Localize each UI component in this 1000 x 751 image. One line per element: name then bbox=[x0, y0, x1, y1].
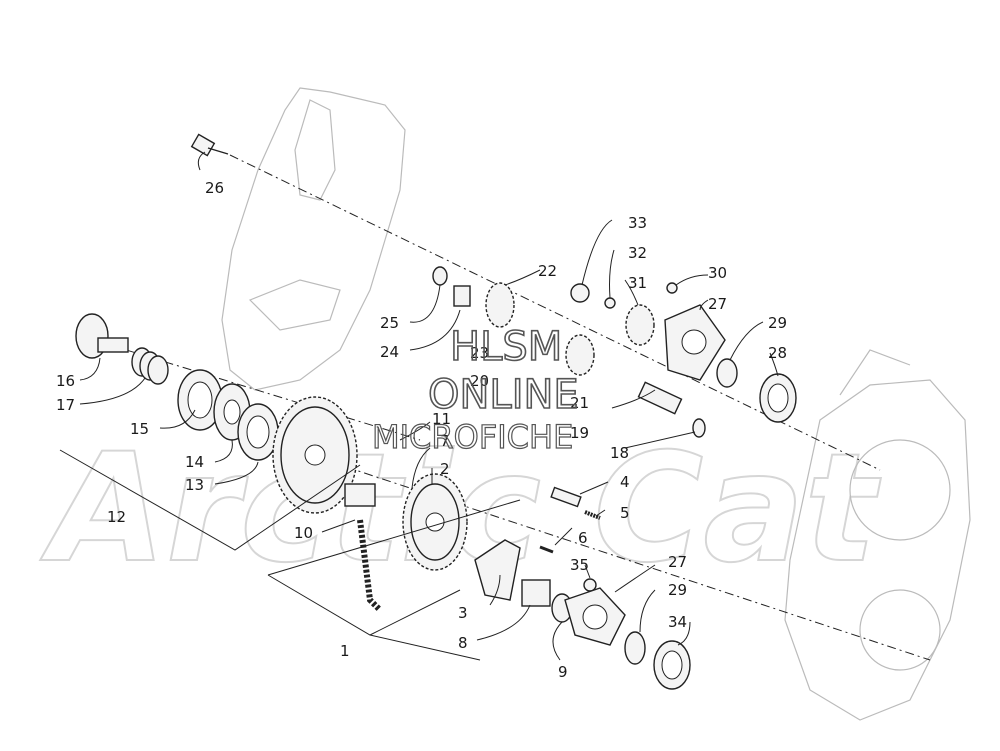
watermark-line1: HLSM bbox=[450, 324, 562, 370]
hlsm-watermark: HLSM ONLINE MICROFICHE bbox=[371, 323, 579, 456]
reverse-gear-part bbox=[625, 304, 655, 346]
callout-29-upper: 29 bbox=[768, 314, 787, 332]
needle-bearing-part bbox=[521, 579, 551, 607]
bolt-part bbox=[190, 133, 229, 157]
callout-18: 18 bbox=[610, 444, 629, 462]
callout-9: 9 bbox=[558, 663, 568, 681]
callout-17: 17 bbox=[56, 396, 75, 414]
callout-10: 10 bbox=[294, 524, 313, 542]
callout-35: 35 bbox=[570, 556, 589, 574]
callout-31: 31 bbox=[628, 274, 647, 292]
input-shaft-part bbox=[75, 313, 129, 359]
callout-33: 33 bbox=[628, 214, 647, 232]
callout-6: 6 bbox=[578, 529, 588, 547]
callout-14: 14 bbox=[185, 453, 204, 471]
upper-nut-part bbox=[666, 282, 678, 294]
upper-washer-part bbox=[432, 266, 448, 286]
pin-part bbox=[550, 486, 582, 508]
callout-7: 7 bbox=[440, 432, 450, 450]
cap-nut-part bbox=[570, 283, 590, 303]
watermark-line2: ONLINE bbox=[428, 372, 579, 418]
callout-23: 23 bbox=[470, 344, 489, 362]
callout-16: 16 bbox=[56, 372, 75, 390]
callout-15: 15 bbox=[130, 420, 149, 438]
splined-hub-part bbox=[344, 483, 376, 507]
callout-1: 1 bbox=[340, 642, 350, 660]
callout-20: 20 bbox=[470, 372, 489, 390]
group-brackets bbox=[59, 449, 521, 661]
callout-29-lower: 29 bbox=[668, 581, 687, 599]
callout-3: 3 bbox=[458, 604, 468, 622]
leader-lines bbox=[79, 151, 779, 661]
callout-34: 34 bbox=[668, 613, 687, 631]
callout-5: 5 bbox=[620, 504, 630, 522]
callout-25: 25 bbox=[380, 314, 399, 332]
callout-28: 28 bbox=[768, 344, 787, 362]
callout-8: 8 bbox=[458, 634, 468, 652]
o-ring-upper-part bbox=[716, 358, 738, 388]
callout-27-lower: 27 bbox=[668, 553, 687, 571]
chaincase-housing-outline bbox=[221, 87, 406, 391]
o-ring-lower-part bbox=[624, 631, 646, 665]
callout-12: 12 bbox=[107, 508, 126, 526]
callout-4: 4 bbox=[620, 473, 630, 491]
engine-case-outline bbox=[784, 349, 971, 721]
callout-22: 22 bbox=[538, 262, 557, 280]
callout-27-upper: 27 bbox=[708, 295, 727, 313]
callout-11: 11 bbox=[432, 410, 451, 428]
idler-shaft-part bbox=[637, 381, 683, 415]
callout-21: 21 bbox=[570, 394, 589, 412]
lock-washer-part bbox=[604, 297, 616, 309]
nut-part bbox=[583, 578, 597, 592]
callout-labels: 1 2 3 4 5 6 7 8 9 10 11 12 13 14 15 16 1… bbox=[56, 179, 787, 681]
callout-26: 26 bbox=[205, 179, 224, 197]
trigger-plate-part bbox=[474, 539, 521, 601]
upper-spacer-part bbox=[453, 285, 471, 307]
shaft-washer-part bbox=[692, 418, 706, 438]
watermark-line3: MICROFICHE bbox=[372, 418, 573, 456]
callout-32: 32 bbox=[628, 244, 647, 262]
detent-spring-part bbox=[584, 510, 601, 520]
callout-19: 19 bbox=[570, 424, 589, 442]
callout-13: 13 bbox=[185, 476, 204, 494]
callout-2: 2 bbox=[440, 460, 450, 478]
drive-chain-part bbox=[357, 519, 383, 613]
idler-gear-part bbox=[565, 334, 595, 376]
washer-hole bbox=[187, 381, 213, 419]
callout-30: 30 bbox=[708, 264, 727, 282]
callout-24: 24 bbox=[380, 343, 399, 361]
roll-pin-part bbox=[539, 545, 554, 554]
spring-part bbox=[131, 347, 169, 385]
upper-gear-part bbox=[485, 282, 515, 328]
driven-sprocket-part bbox=[272, 396, 358, 514]
drive-sprocket-part bbox=[402, 473, 468, 571]
